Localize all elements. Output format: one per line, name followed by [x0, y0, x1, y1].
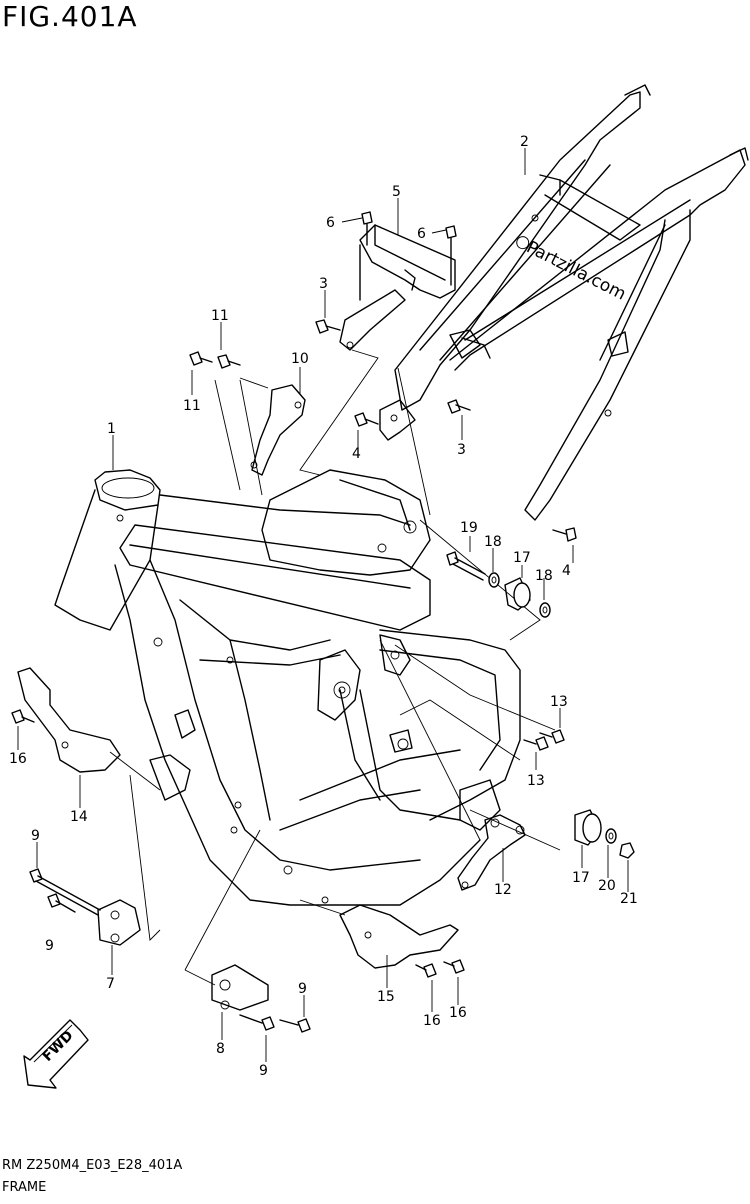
callout-6: 6 [326, 215, 335, 231]
callout-6: 6 [417, 226, 426, 242]
link-12 [457, 809, 561, 891]
callout-18: 18 [484, 534, 502, 550]
callout-17: 17 [513, 550, 531, 566]
callout-10: 10 [291, 351, 309, 367]
callout-1: 1 [107, 421, 116, 437]
callout-11: 11 [211, 308, 229, 324]
callout-17: 17 [572, 870, 590, 886]
callout-16: 16 [423, 1013, 441, 1029]
callout-2: 2 [520, 134, 529, 150]
callout-11: 11 [183, 398, 201, 414]
callout-3: 3 [319, 276, 328, 292]
callout-3: 3 [457, 442, 466, 458]
callout-8: 8 [216, 1041, 225, 1057]
callout-16: 16 [9, 751, 27, 767]
washer-18-upper [488, 572, 500, 588]
guard-14 [17, 667, 161, 941]
callout-14: 14 [70, 809, 88, 825]
diagram-name: FRAME [2, 1180, 47, 1195]
washer-20 [605, 828, 617, 844]
callout-16: 16 [449, 1005, 467, 1021]
callout-5: 5 [392, 184, 401, 200]
bolts [11, 211, 577, 1033]
callout-9: 9 [31, 828, 40, 844]
callout-12: 12 [494, 882, 512, 898]
bracket-10 [214, 377, 306, 496]
callout-7: 7 [106, 976, 115, 992]
callout-21: 21 [620, 891, 638, 907]
bracket-7 [97, 899, 141, 946]
callout-4: 4 [352, 446, 361, 462]
rear-subframe [379, 84, 749, 521]
leader-lines [17, 148, 629, 1062]
bushing-17-lower [574, 809, 602, 846]
bracket-8 [184, 829, 269, 1011]
callout-9: 9 [298, 981, 307, 997]
watermark: Partzilla.com [516, 236, 629, 305]
callout-13: 13 [550, 694, 568, 710]
callout-labels: 1 2 3 3 4 4 5 6 6 7 8 9 9 9 9 10 11 11 1… [9, 134, 638, 1079]
main-frame [54, 469, 556, 906]
figure-title: FIG.401A [2, 0, 138, 33]
callout-9: 9 [259, 1063, 268, 1079]
seat-bracket [299, 224, 456, 516]
callout-4: 4 [562, 563, 571, 579]
bushing-17-upper [504, 577, 531, 611]
callout-15: 15 [377, 989, 395, 1005]
callout-20: 20 [598, 878, 616, 894]
callout-13: 13 [527, 773, 545, 789]
diagram-code: RM Z250M4_E03_E28_401A [2, 1158, 183, 1173]
guard-15 [299, 899, 459, 969]
washer-18-right [539, 602, 551, 618]
nut-21 [619, 842, 635, 859]
callout-9: 9 [45, 938, 54, 954]
forward-arrow: FWD [23, 1019, 89, 1089]
callout-19: 19 [460, 520, 478, 536]
callout-18: 18 [535, 568, 553, 584]
